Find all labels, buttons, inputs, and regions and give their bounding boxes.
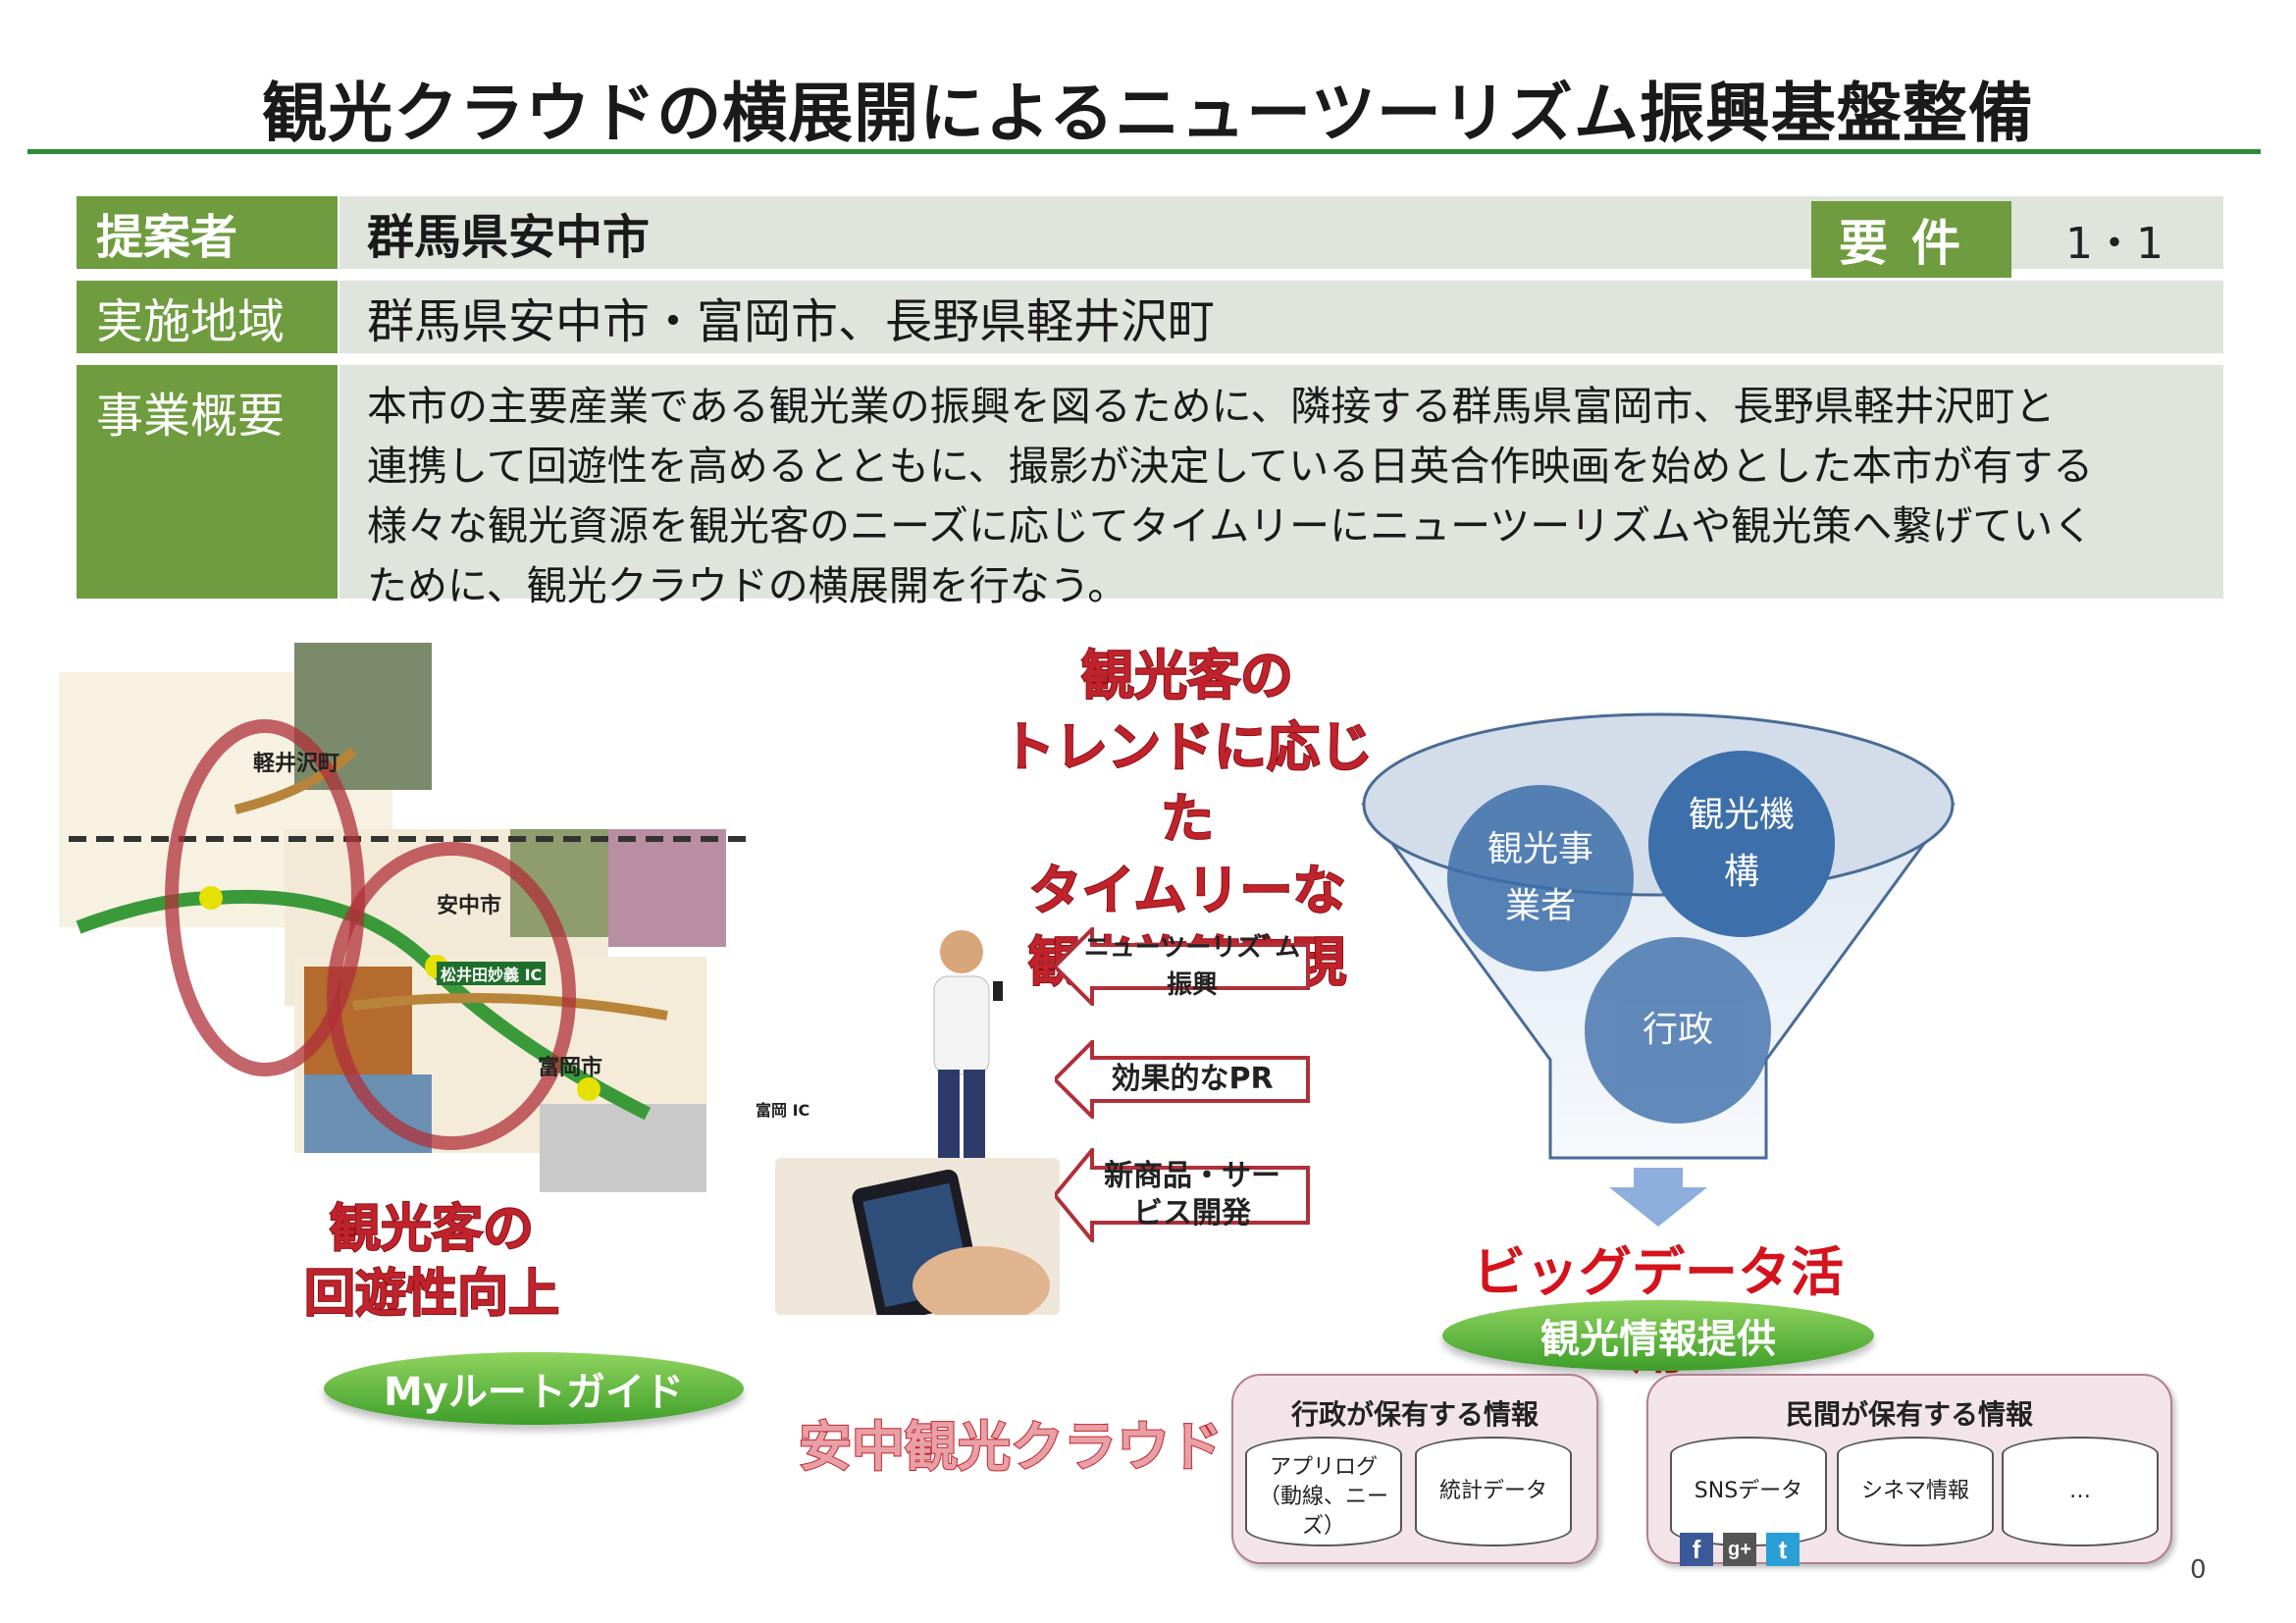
twitter-icon: t — [1766, 1533, 1800, 1566]
database-more: … — [2002, 1437, 2159, 1546]
requirement-label: 要件 — [1811, 201, 2011, 278]
database-label: 統計データ — [1438, 1479, 1547, 1503]
area-label: 実施地域 — [77, 281, 338, 353]
database-cinema: シネマ情報 — [1837, 1437, 1994, 1546]
tourism-info-button[interactable]: 観光情報提供 — [1442, 1300, 1874, 1371]
database-statistics: 統計データ — [1415, 1437, 1572, 1546]
database-app-log: アプリログ（動線、ニーズ） — [1245, 1437, 1402, 1546]
my-route-guide-button[interactable]: Myルートガイド — [324, 1352, 744, 1425]
circle-label: 観光事業者 — [1487, 829, 1593, 926]
google-plus-icon: g+ — [1723, 1533, 1756, 1566]
smartphone-illustration — [775, 1158, 1060, 1325]
database-sns: SNSデータ — [1670, 1437, 1827, 1546]
arrow-effective-pr: 効果的なPR — [1055, 1040, 1310, 1119]
map-label-karuizawa: 軽井沢町 — [253, 752, 340, 776]
facebook-icon: f — [1680, 1533, 1713, 1566]
circulation-caption: 観光客の 回遊性向上 — [285, 1197, 579, 1327]
summary-line: ために、観光クラウドの横展開を行なう。 — [367, 562, 1128, 609]
summary-label: 事業概要 — [77, 365, 338, 599]
area-value: 群馬県安中市・富岡市、長野県軽井沢町 — [339, 281, 2223, 353]
arrow-label: 効果的なPR — [1111, 1062, 1274, 1096]
arrow-label: 新商品・サービス開発 — [1104, 1159, 1280, 1230]
summary-line: 本市の主要産業である観光業の振興を図るために、隣接する群馬県富岡市、長野県軽井沢… — [367, 383, 2056, 430]
circulation-line: 観光客の — [329, 1199, 535, 1260]
arrow-new-tourism: ニューツーリズﾞム振興 — [1055, 927, 1310, 1006]
sns-icons: f g+ t — [1680, 1533, 1800, 1566]
trend-line: トレンドに応じた — [1001, 715, 1374, 851]
circulation-line: 回遊性向上 — [303, 1264, 560, 1325]
route-map-illustration — [59, 643, 785, 1192]
map-label-tomioka-ic: 富岡 IC — [756, 1101, 810, 1120]
arrow-label: ニューツーリズﾞム振興 — [1083, 933, 1301, 1000]
circle-government: 行政 — [1585, 937, 1771, 1124]
trend-line: 観光客の — [1080, 644, 1294, 707]
database-label: アプリログ（動線、ニーズ） — [1258, 1455, 1388, 1539]
circle-label: 観光機構 — [1688, 795, 1795, 892]
trend-line: タイムリーな — [1028, 859, 1347, 922]
circle-tourism-agency: 観光機構 — [1648, 751, 1835, 937]
summary-line: 様々な観光資源を観光客のニーズに応じてタイムリーにニューツーリズムや観光策へ繋げ… — [367, 502, 2094, 550]
cloud-label: 安中観光クラウド — [798, 1415, 1224, 1479]
summary-text: 本市の主要産業である観光業の振興を図るために、隣接する群馬県富岡市、長野県軽井沢… — [339, 365, 2223, 609]
map-label-annaka: 安中市 — [437, 894, 502, 918]
gov-info-group: 行政が保有する情報 アプリログ（動線、ニーズ） 統計データ — [1231, 1374, 1598, 1564]
circle-tourism-operators: 観光事業者 — [1447, 785, 1634, 971]
title-divider — [27, 149, 2261, 154]
private-info-title: 民間が保有する情報 — [1785, 1398, 2033, 1431]
page-number: 0 — [2190, 1555, 2207, 1585]
database-label: … — [2069, 1479, 2091, 1503]
proposer-label: 提案者 — [77, 196, 338, 269]
requirement-value: 1・1 — [2065, 219, 2164, 269]
database-label: SNSデータ — [1694, 1479, 1803, 1503]
gov-info-title: 行政が保有する情報 — [1290, 1398, 1539, 1431]
summary-line: 連携して回遊性を高めるとともに、撮影が決定している日英合作映画を始めとした本市が… — [367, 443, 2094, 490]
map-label-matsuida-ic: 松井田妙義 IC — [437, 962, 547, 985]
database-label: シネマ情報 — [1860, 1479, 1969, 1503]
tourist-person-illustration — [903, 922, 1020, 1207]
private-info-group: 民間が保有する情報 SNSデータ シネマ情報 … — [1646, 1374, 2172, 1564]
map-label-tomioka: 富岡市 — [538, 1056, 603, 1080]
circle-label: 行政 — [1642, 1010, 1713, 1050]
page-title: 観光クラウドの横展開によるニューツーリズム振興基盤整備 — [262, 76, 2034, 151]
arrow-new-product: 新商品・サービス開発 — [1055, 1148, 1310, 1242]
